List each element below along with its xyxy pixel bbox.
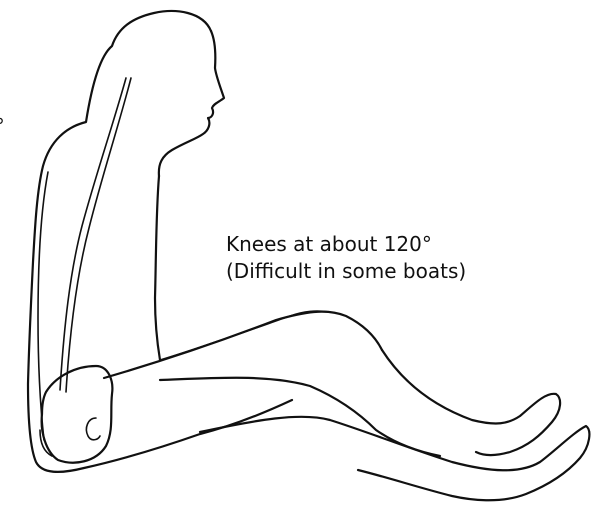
torso-front <box>155 176 160 360</box>
hand <box>42 366 113 463</box>
shin-upper-leg <box>382 350 560 455</box>
face-profile <box>159 31 224 176</box>
knees-angle-label-line1: Knees at about 120° <box>226 231 466 258</box>
far-leg <box>200 417 589 500</box>
thigh-top <box>104 312 382 378</box>
hand-thumb <box>86 418 100 440</box>
knees-angle-label: Knees at about 120° (Difficult in some b… <box>226 231 466 285</box>
thigh-seam <box>160 311 330 360</box>
knees-angle-label-line2: (Difficult in some boats) <box>226 258 466 285</box>
angle-label-partial: 3° <box>0 113 5 140</box>
